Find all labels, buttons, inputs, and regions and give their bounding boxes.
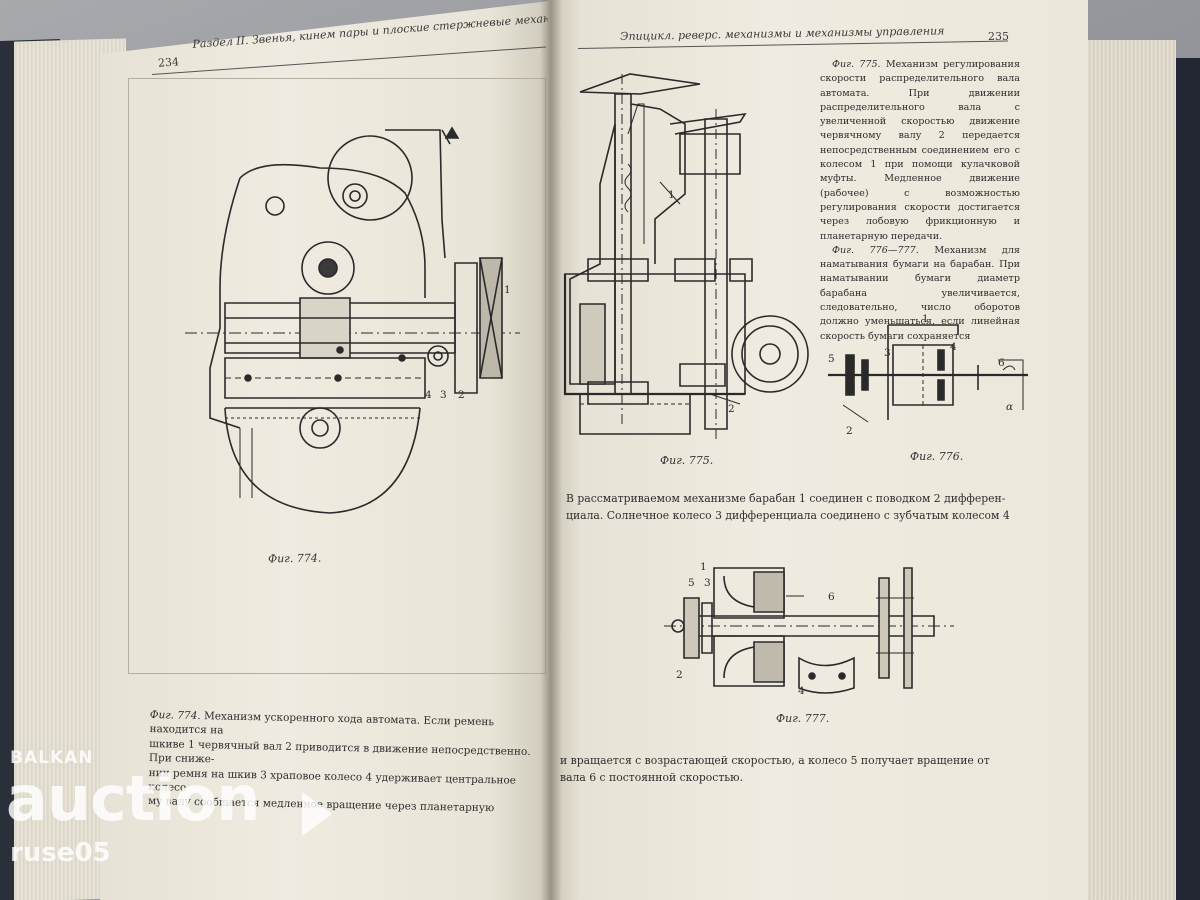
fig776-drawing [828,310,1028,440]
right-bottom-paragraph: и вращается с возрастающей скоростью, а … [560,752,1060,786]
right-mid-paragraph: В рассматриваемом механизме барабан 1 со… [566,490,1046,524]
side-text-p2-ref: Фиг. 776—777. [832,244,919,256]
fig776-label-1: 1 [922,313,929,325]
right-page [548,0,1088,900]
left-page [100,0,558,900]
fig777-drawing [664,558,954,708]
fig777-label-6: 6 [828,591,835,603]
fig777-label-1: 1 [700,561,707,573]
right-page-number: 235 [988,30,1009,43]
fig777-label-3: 3 [704,577,711,589]
fig774-description-ref: Фиг. 774. [149,708,201,723]
fig774-label-1: 1 [504,284,511,296]
side-text-p1: Механизм регулирования скорости распреде… [820,59,1020,242]
fig774-description: Фиг. 774. Механизм ускоренного хода авто… [148,708,540,817]
right-mid-line-1: В рассматриваемом механизме барабан 1 со… [566,492,1006,505]
fig776-label-5: 5 [828,353,835,365]
fig775-caption: Фиг. 775. [660,454,714,467]
fig775-label-2: 2 [728,403,735,415]
fig777-label-4: 4 [798,685,805,697]
fig777-label-2: 2 [676,669,683,681]
fig774-label-3: 3 [440,389,447,401]
right-mid-line-2: циала. Солнечное колесо 3 дифференциала … [566,509,1010,522]
side-text-p2: Механизм для наматывания бумаги на бараб… [820,244,1020,342]
side-text-p1-ref: Фиг. 775. [832,59,881,70]
fig776-caption: Фиг. 776. [910,450,964,463]
left-page-number: 234 [157,55,180,70]
book-gutter [540,0,562,900]
fig776-label-2: 2 [846,425,853,437]
fig777-label-5: 5 [688,577,695,589]
fig776-label-4: 4 [950,341,957,353]
fig775-777-side-text: Фиг. 775. Механизм регулирования скорост… [820,58,1020,344]
right-bottom-line-2: вала 6 с постоянной скоростью. [560,771,744,784]
fig775-label-1: 1 [668,189,675,201]
fig775-drawing [560,64,820,444]
fig774-drawing [180,118,520,518]
fig774-frame [128,78,546,674]
fig777-caption: Фиг. 777. [776,712,830,725]
fig774-caption: Фиг. 774. [267,551,322,566]
fig776-label-alpha: α [1006,401,1014,413]
fig776-label-6: 6 [998,357,1005,369]
right-bottom-line-1: и вращается с возрастающей скоростью, а … [560,754,990,767]
fig774-label-2: 2 [458,389,465,401]
fig776-label-3: 3 [884,347,891,359]
fig774-label-4: 4 [425,389,432,401]
fig774-description-line-1: Механизм ускоренного хода автомата. Если… [149,710,495,737]
